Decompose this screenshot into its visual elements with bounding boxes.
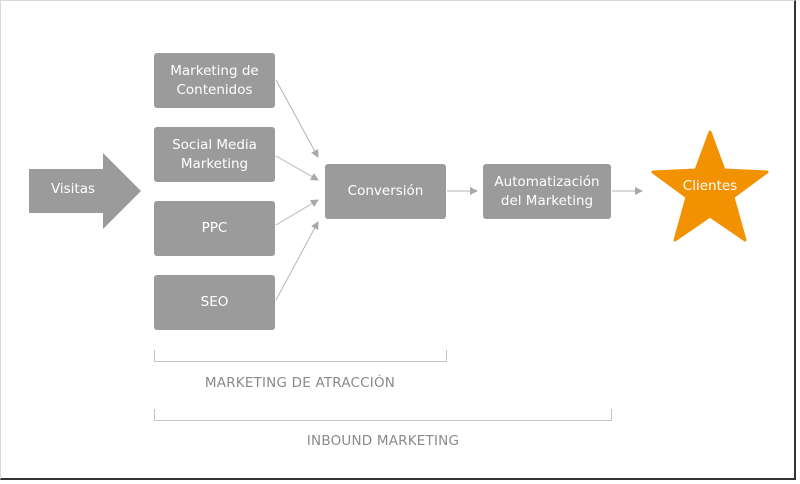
- conversion-box: Conversión: [325, 164, 446, 219]
- attraction-bracket: [154, 350, 447, 362]
- conversion-label: Conversión: [347, 183, 424, 199]
- channel-label: Marketing: [180, 155, 249, 172]
- automation-box: Automatización del Marketing: [483, 164, 611, 219]
- arrow-contenidos-to-conversion: [275, 79, 319, 158]
- automation-label: Automatización: [494, 173, 600, 190]
- channel-label: Marketing de: [170, 62, 259, 79]
- visitas-arrow-shape: [29, 153, 141, 229]
- channel-label: SEO: [200, 294, 229, 310]
- star-icon: [651, 130, 769, 242]
- channel-label: Social Media: [172, 136, 257, 153]
- clientes-label: Clientes: [682, 178, 738, 194]
- arrow-ppc-to-conversion: [275, 199, 319, 226]
- attraction-group-label: MARKETING DE ATRACCIÓN: [204, 375, 396, 391]
- arrow-seo-to-conversion: [275, 221, 319, 301]
- inbound-bracket: [154, 409, 612, 421]
- visitas-label: Visitas: [50, 181, 96, 197]
- arrow-social-to-conversion: [275, 155, 319, 181]
- channel-label: PPC: [201, 220, 228, 236]
- automation-label: del Marketing: [500, 192, 594, 209]
- channel-label: Contenidos: [176, 81, 253, 98]
- channel-box-seo: SEO: [154, 275, 275, 330]
- channel-box-ppc: PPC: [154, 201, 275, 256]
- channel-box-contenidos: Marketing de Contenidos: [154, 53, 275, 108]
- inbound-group-label: INBOUND MARKETING: [306, 433, 460, 449]
